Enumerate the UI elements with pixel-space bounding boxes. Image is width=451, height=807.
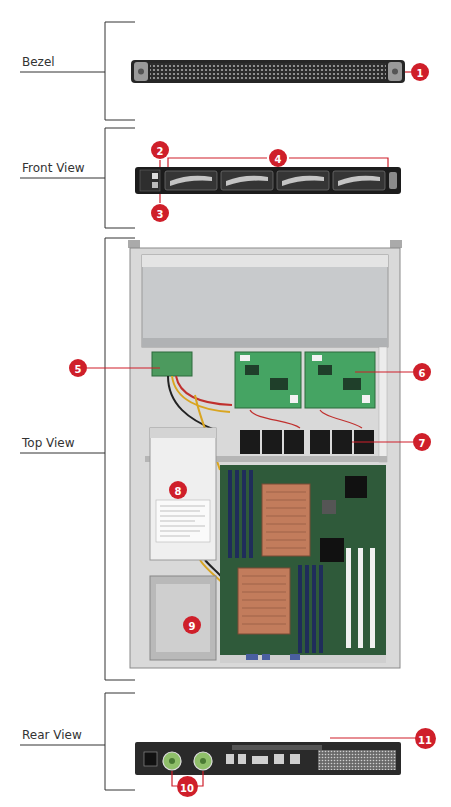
- callout-number: 10: [180, 783, 194, 794]
- rear-panel-figure: [135, 742, 401, 775]
- section-label: Bezel: [22, 55, 55, 70]
- callout-number: 7: [419, 438, 426, 449]
- callout-badge: 8: [169, 481, 187, 499]
- callout-number: 9: [189, 621, 196, 632]
- callout-badge: 11: [415, 728, 436, 749]
- callout-number: 3: [157, 209, 164, 220]
- callout-number: 4: [275, 154, 282, 165]
- callout-badge: 5: [69, 359, 87, 377]
- callout-badge: 6: [413, 363, 431, 381]
- callout-badge: 3: [151, 204, 169, 222]
- front-panel-figure: [135, 167, 401, 194]
- section-label: Front View: [22, 161, 85, 176]
- callout-badge: 10: [177, 776, 198, 797]
- callout-number: 6: [419, 368, 426, 379]
- callout-badge: 1: [411, 63, 429, 81]
- callout-badge: 2: [151, 141, 169, 159]
- bezel-figure: [131, 60, 405, 83]
- callout-badge: 4: [269, 149, 287, 167]
- section-brackets: [20, 22, 135, 790]
- leader-lines-rear: [172, 738, 416, 786]
- callout-number: 2: [157, 146, 164, 157]
- callout-number: 8: [175, 486, 182, 497]
- leader-lines-top: [87, 368, 413, 442]
- chassis-top-figure: [128, 240, 402, 668]
- callout-number: 5: [75, 364, 82, 375]
- callout-badge: 7: [413, 433, 431, 451]
- callout-badge: 9: [183, 616, 201, 634]
- callout-number: 11: [418, 735, 432, 746]
- section-label: Top View: [22, 436, 75, 451]
- section-label: Rear View: [22, 728, 82, 743]
- callout-number: 1: [417, 68, 424, 79]
